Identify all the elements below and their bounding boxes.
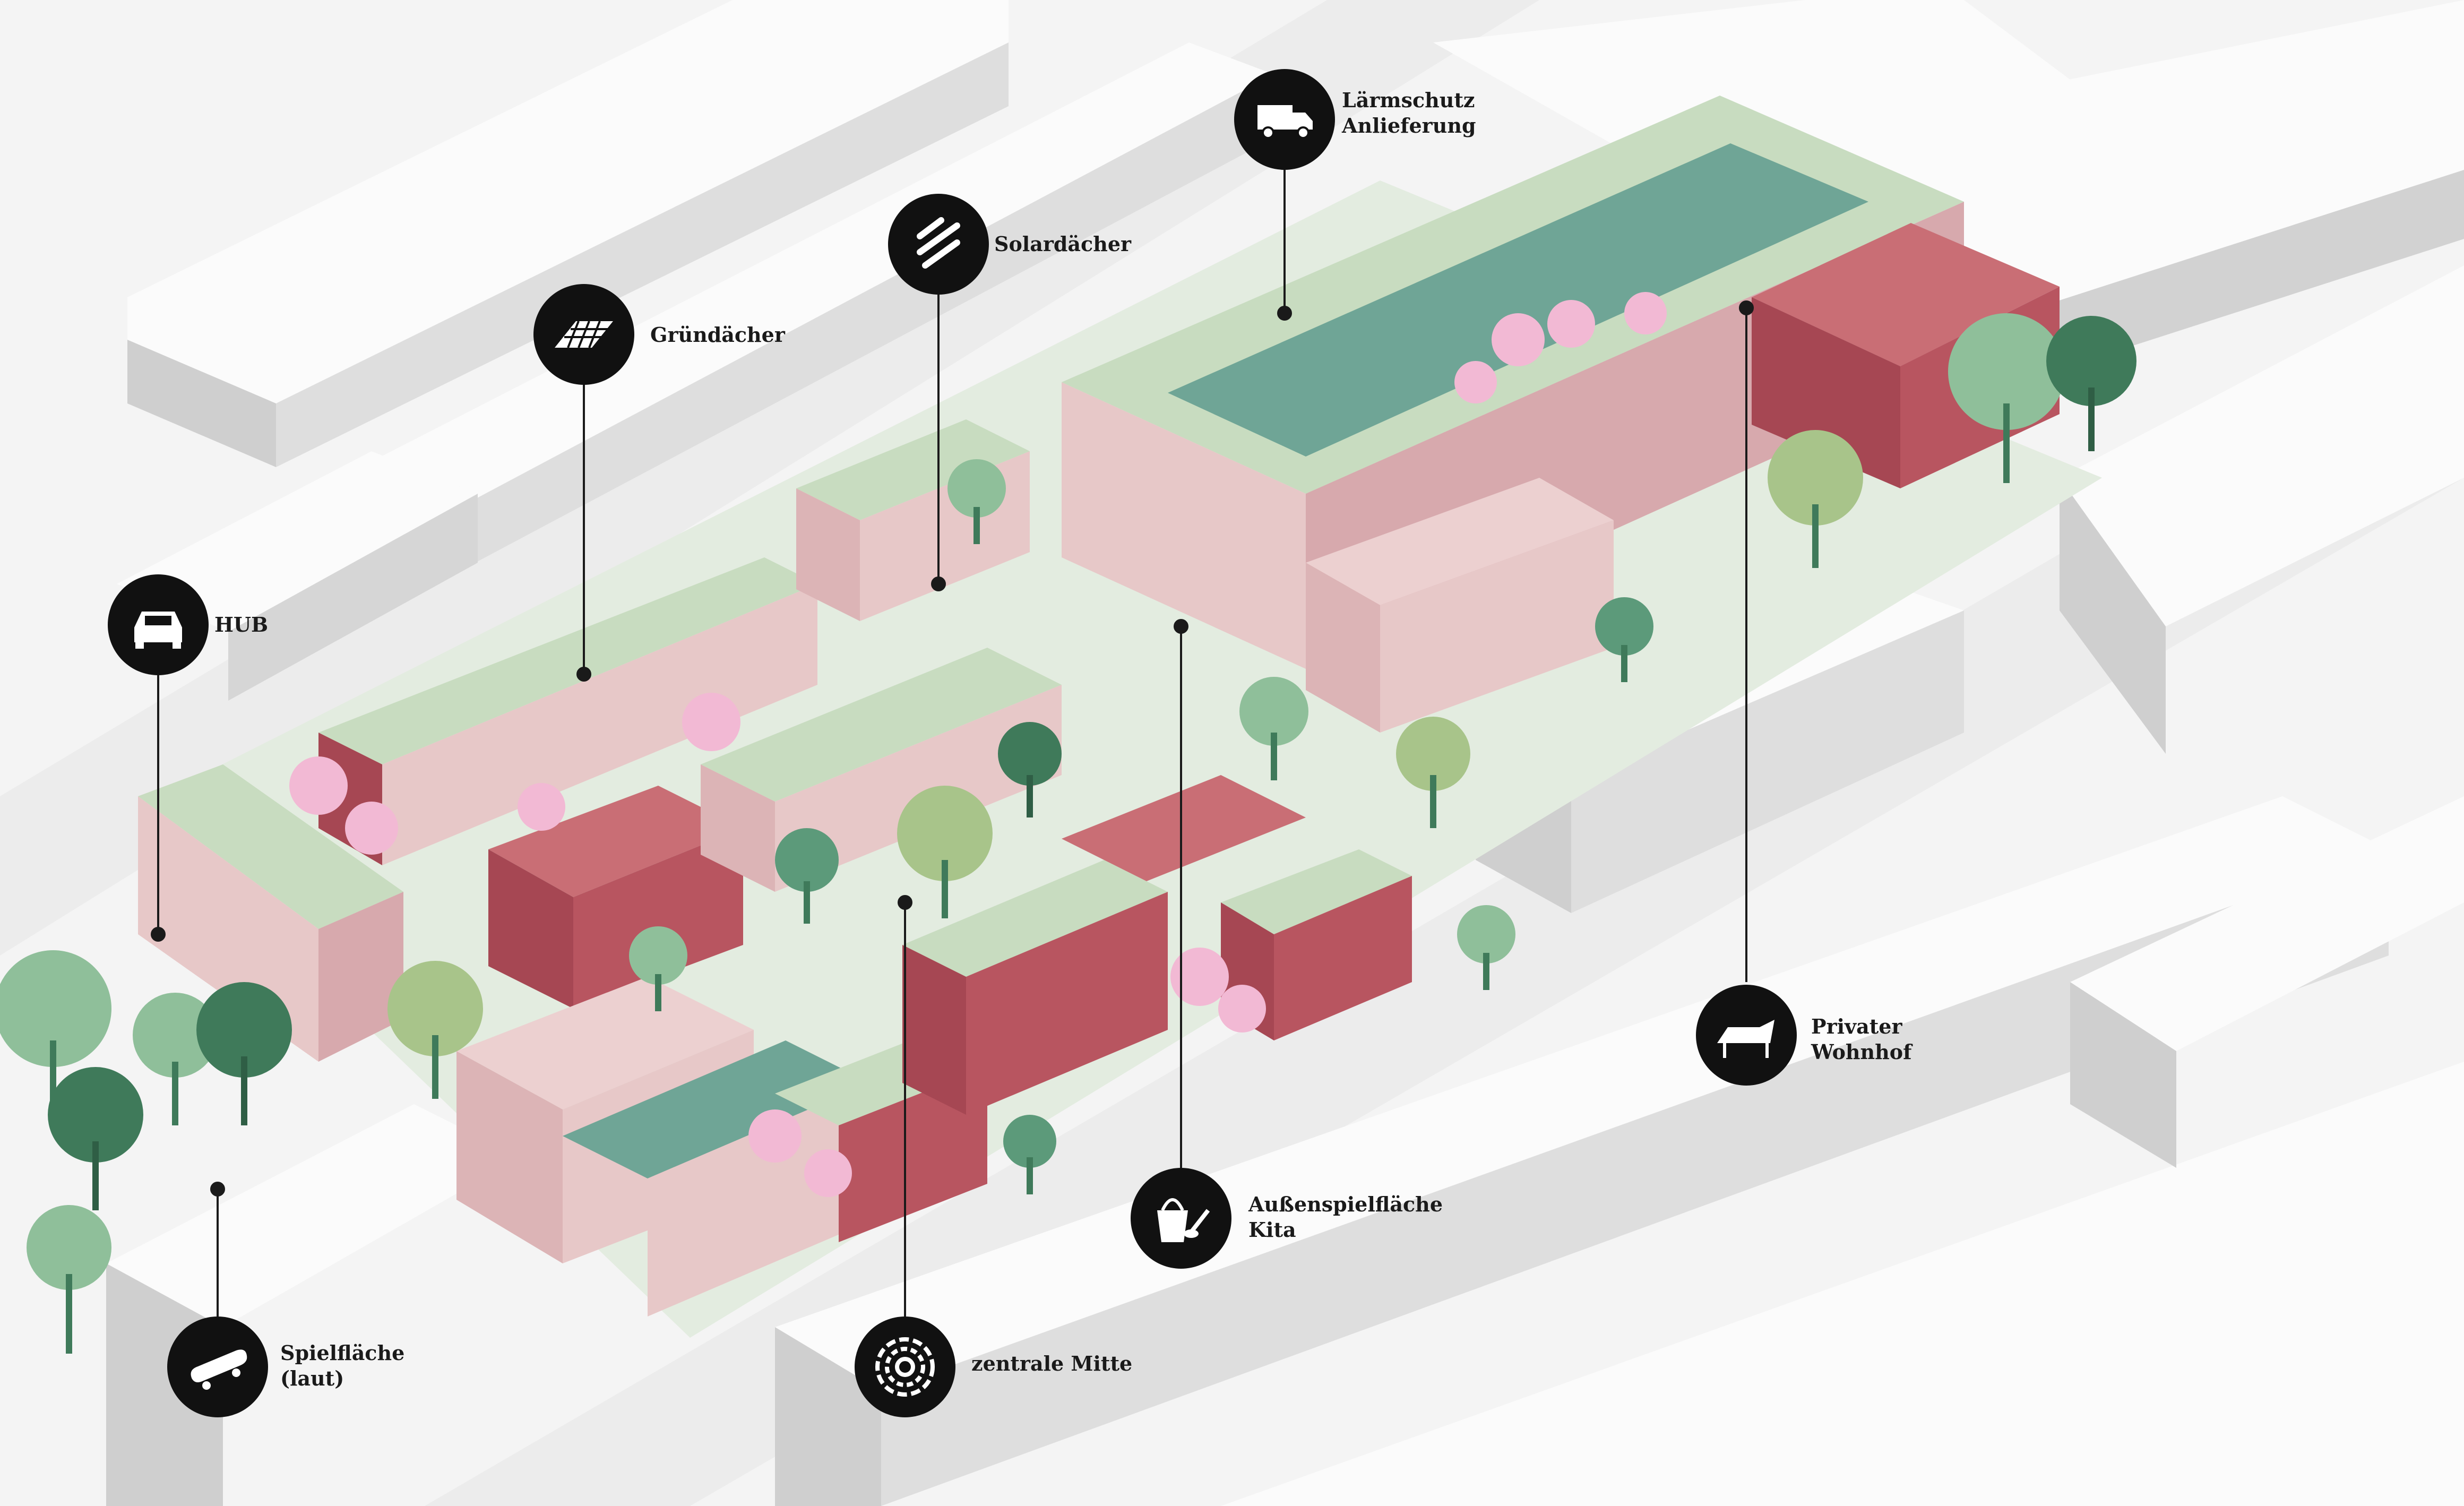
label-solar: Solardächer (994, 231, 1131, 257)
label-line: HUB (214, 613, 269, 636)
label-line: Anlieferung (1342, 114, 1476, 137)
label-spiel: Spielfläche (laut) (280, 1340, 404, 1391)
label-line: (laut) (280, 1366, 344, 1390)
label-line: Spielfläche (280, 1341, 405, 1365)
green-roof-icon (533, 284, 634, 385)
truck-icon (1234, 69, 1335, 170)
label-gruen: Gründächer (650, 322, 785, 348)
label-line: Gründächer (650, 323, 785, 347)
label-line: Außenspielfläche (1248, 1192, 1443, 1216)
trees (0, 292, 2136, 1354)
label-laermschutz: Lärmschutz Anlieferung (1342, 88, 1476, 139)
label-line: Wohnhof (1811, 1040, 1912, 1064)
label-hub: HUB (214, 612, 268, 638)
sun-lounger-icon (1696, 985, 1797, 1086)
label-line: Solardächer (994, 232, 1132, 256)
car-icon (108, 574, 209, 675)
label-line: Lärmschutz (1342, 88, 1475, 112)
central-circle-icon (855, 1316, 955, 1417)
bucket-shovel-icon (1131, 1168, 1231, 1269)
label-kita: Außenspielfläche Kita (1248, 1192, 1443, 1243)
solar-panel-icon (888, 194, 989, 295)
label-line: Kita (1248, 1218, 1296, 1242)
label-line: zentrale Mitte (971, 1352, 1133, 1375)
label-wohnhof: Privater Wohnhof (1811, 1014, 1912, 1065)
label-mitte: zentrale Mitte (971, 1351, 1132, 1376)
skateboard-icon (167, 1316, 268, 1417)
leader-lines (151, 170, 1754, 1316)
label-line: Privater (1811, 1014, 1902, 1038)
